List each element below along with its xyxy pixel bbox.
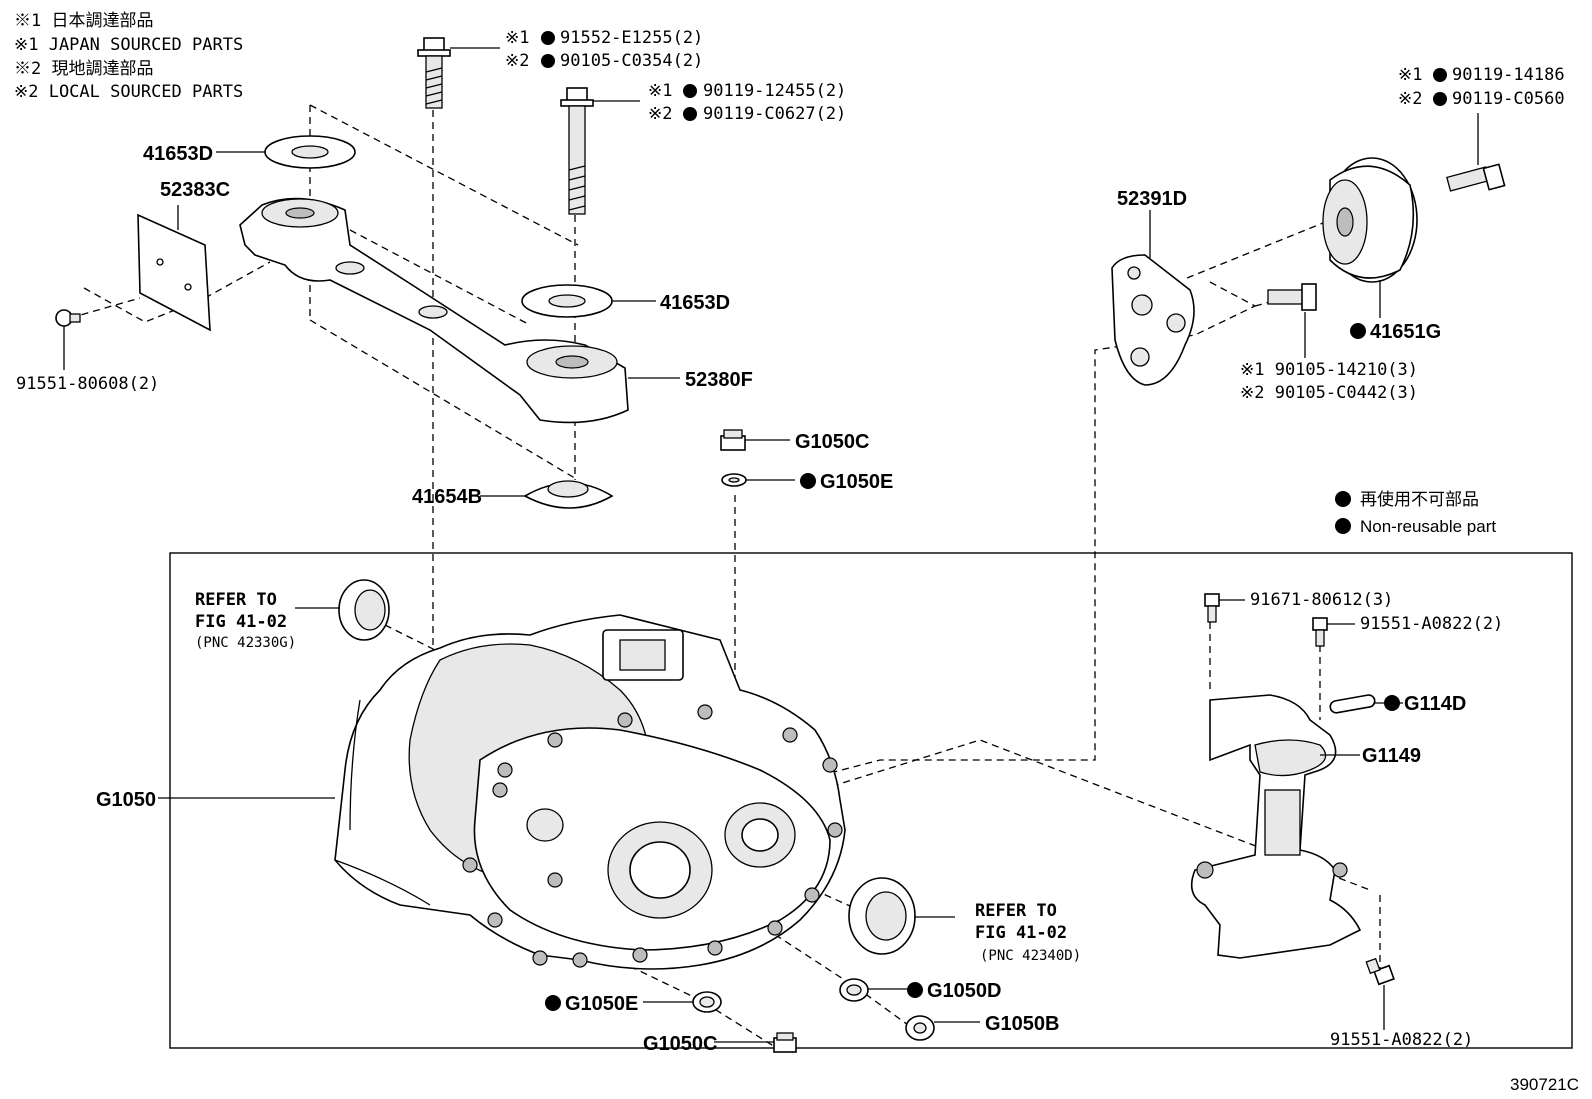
non-reusable-dot-icon [683,84,697,98]
non-reusable-dot-icon [541,31,555,45]
note-local-en: ※2 LOCAL SOURCED PARTS [14,82,243,102]
bracket-52380F [239,197,680,424]
part-number-label: ※1 90105-14210(3) [1240,360,1418,380]
non-reusable-dot-icon [1433,92,1447,106]
part-number-label: 91671-80612(3) [1250,590,1393,610]
bolt-90119-14186 [1446,113,1506,192]
part-number-label: 41653D [143,143,213,165]
bolt-b [560,87,640,215]
bolt-a [417,37,500,109]
note-marker: ※1 [648,81,672,101]
part-number-label: G114D [1404,693,1466,715]
bolt-90105-14210 [1267,283,1317,358]
mount-41653D-mid [521,284,656,318]
non-reusable-dot-icon [800,473,816,489]
note-marker: ※2 [648,104,672,124]
part-number-label: G1050D [927,980,1002,1002]
gasket-G1050D [839,978,918,1002]
plate-52383C [137,205,211,332]
part-number-label: 52383C [160,179,230,201]
bolt-91551-A0822-top [1312,617,1355,647]
part-number-label: G1050E [820,471,893,493]
part-number-label: 90119-14186 [1452,65,1565,85]
non-reusable-dot-icon [541,54,555,68]
non-reusable-dot-icon [1384,695,1400,711]
note-marker: ※2 [505,51,529,71]
part-number-label: 91551-A0822(2) [1360,614,1503,634]
part-number-label: G1149 [1362,745,1421,767]
part-number-label: G1050B [985,1013,1060,1035]
legend: 再使用不可部品 Non-reusable part [1335,489,1496,536]
non-reusable-dot-icon [1335,491,1351,507]
part-number-label: 90119-12455(2) [703,81,846,101]
bracket-52391D [1111,210,1195,386]
refer-to-left-l1: REFER TO [195,590,277,610]
part-number-label: 91551-A0822(2) [1330,1030,1473,1050]
part-number-label: 41654B [412,486,482,508]
gasket-G1050E-top [721,473,795,487]
part-number-label: G1050 [96,789,156,811]
part-number-label: 91551-80608(2) [16,374,159,394]
part-number-label: 90119-C0560 [1452,89,1565,109]
non-reusable-dot-icon [1350,323,1366,339]
part-number-label: 90119-C0627(2) [703,104,846,124]
bolt-91671 [1204,593,1245,623]
part-number-label: ※2 90105-C0442(3) [1240,383,1418,403]
non-reusable-dot-icon [683,107,697,121]
note-marker: ※2 [1398,89,1422,109]
legend-en: Non-reusable part [1360,517,1496,536]
insulator-41651G [1322,157,1418,318]
non-reusable-dot-icon [907,982,923,998]
oil-seal-right [848,877,955,955]
bolt-91551-80608 [55,309,81,370]
non-reusable-dot-icon [545,995,561,1011]
mount-41654B [480,480,614,509]
bracket-G1149 [1190,694,1362,959]
refer-to-right-l2: FIG 41-02 [975,923,1067,943]
part-number-label: 90105-C0354(2) [560,51,703,71]
bolt-91551-A0822-bot [1365,957,1395,1030]
refer-to-right-l3: (PNC 42340D) [980,948,1081,964]
part-number-label: 52391D [1117,188,1187,210]
note-local-jp: ※2 現地調達部品 [14,59,153,79]
part-number-label: 91552-E1255(2) [560,28,703,48]
note-japan-jp: ※1 日本調達部品 [14,11,153,31]
assembly-frame [169,552,1573,1049]
part-number-label: G1050C [795,431,870,453]
part-number-label: G1050C [643,1033,718,1055]
transaxle-housing-G1050 [158,614,846,970]
refer-to-left-l3: (PNC 42330G) [195,635,296,651]
part-number-label: 41651G [1370,321,1441,343]
mount-41653D-top [216,135,356,169]
gasket-G1050E-bot [643,991,722,1013]
plug-G1050C-bot [714,1032,797,1053]
oil-seal-left [295,579,390,641]
non-reusable-dot-icon [1433,68,1447,82]
refer-to-right-l1: REFER TO [975,901,1057,921]
note-marker: ※1 [505,28,529,48]
plug-G1050C-top [720,429,790,451]
diagram-code: 390721C [1510,1075,1579,1094]
plug-G1050B [905,1015,980,1041]
refer-to-left-l2: FIG 41-02 [195,612,287,632]
part-number-label: 52380F [685,369,753,391]
part-number-label: G1050E [565,993,638,1015]
non-reusable-dot-icon [1335,518,1351,534]
note-japan-en: ※1 JAPAN SOURCED PARTS [14,35,243,55]
part-number-label: 41653D [660,292,730,314]
legend-jp: 再使用不可部品 [1360,489,1479,509]
sourcing-notes: ※1 日本調達部品 ※1 JAPAN SOURCED PARTS ※2 現地調達… [14,11,243,102]
note-marker: ※1 [1398,65,1422,85]
